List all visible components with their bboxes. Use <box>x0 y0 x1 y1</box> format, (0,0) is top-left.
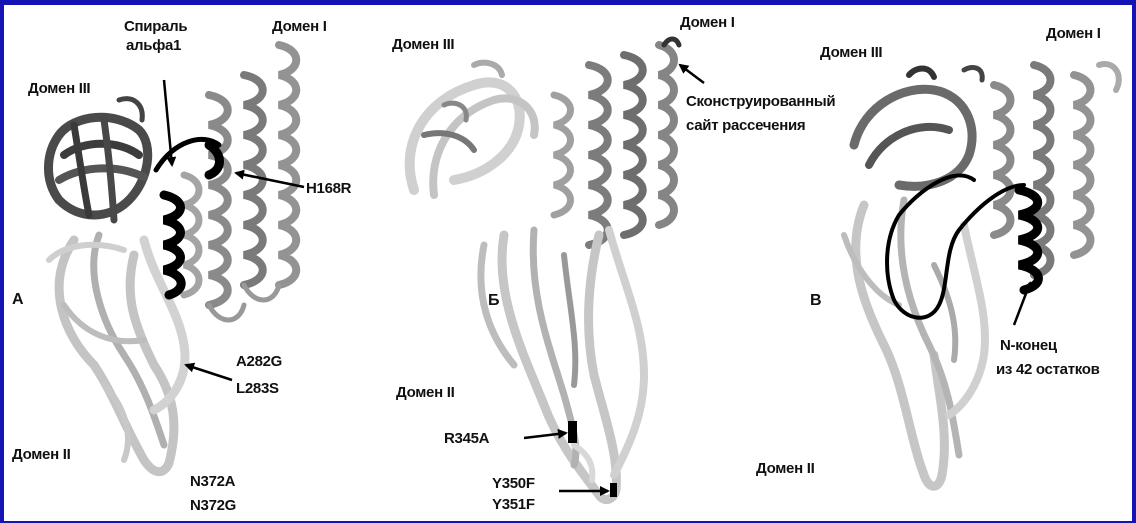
panel-a-a282g-arrow <box>186 365 232 380</box>
panel-b-site-label-line2: сайт рассечения <box>686 117 805 135</box>
panel-b-domain2-sheets <box>481 230 644 500</box>
panel-c-domain3-sheets <box>854 67 982 186</box>
panel-c-domain1-helices <box>994 64 1119 275</box>
panel-b-domain2-label: Домен II <box>396 384 454 402</box>
panel-c-nterm-label-line1: N-конец <box>1000 337 1057 355</box>
panel-b-site-label-line1: Сконструированный <box>686 93 835 111</box>
panel-b-y351f-label: Y351F <box>492 496 535 514</box>
panel-a-domain3-label: Домен III <box>28 80 90 98</box>
panel-c-domain1-label: Домен I <box>1046 25 1101 43</box>
panel-a-l283s-label: L283S <box>236 380 279 398</box>
panel-b-y350f-mark <box>610 483 617 497</box>
panel-c-domain2-sheets <box>844 200 985 486</box>
panel-a-n372g-label: N372G <box>190 497 236 515</box>
panel-b-domain1-label: Домен I <box>680 14 735 32</box>
figure-frame: Домен I Спираль альфа1 Домен III H168R А… <box>4 5 1132 521</box>
panel-a-helix-label-line1: Спираль <box>124 18 187 36</box>
panel-a-n372a-label: N372A <box>190 473 235 491</box>
panel-c-structure <box>844 64 1119 486</box>
structure-drawing <box>4 5 1132 521</box>
panel-b-site-arrow <box>680 65 704 83</box>
panel-c-domain3-label: Домен III <box>820 44 882 62</box>
panel-a-letter: А <box>12 291 23 309</box>
panel-c-nterm-label-line2: из 42 остатков <box>996 361 1100 379</box>
panel-a-a282g-label: A282G <box>236 353 282 371</box>
panel-a-domain2-label: Домен II <box>12 446 70 464</box>
panel-b-letter: Б <box>488 292 499 310</box>
panel-a-domain1-label: Домен I <box>272 18 327 36</box>
panel-b-domain3-sheets <box>410 63 535 195</box>
panel-c-domain2-label: Домен II <box>756 460 814 478</box>
panel-b-r345a-label: R345A <box>444 430 489 448</box>
panel-b-r345a-mark <box>568 421 577 443</box>
panel-a-domain3-sheets <box>48 99 147 220</box>
panel-b-domain1-helices <box>554 39 679 245</box>
panel-a-h168r-label: H168R <box>306 180 351 198</box>
panel-b-domain3-label: Домен III <box>392 36 454 54</box>
panel-b-y350f-label: Y350F <box>492 475 535 493</box>
panel-a-helix-label-line2: альфа1 <box>126 37 181 55</box>
panel-c-letter: В <box>810 292 821 310</box>
panel-a-structure <box>48 45 304 472</box>
